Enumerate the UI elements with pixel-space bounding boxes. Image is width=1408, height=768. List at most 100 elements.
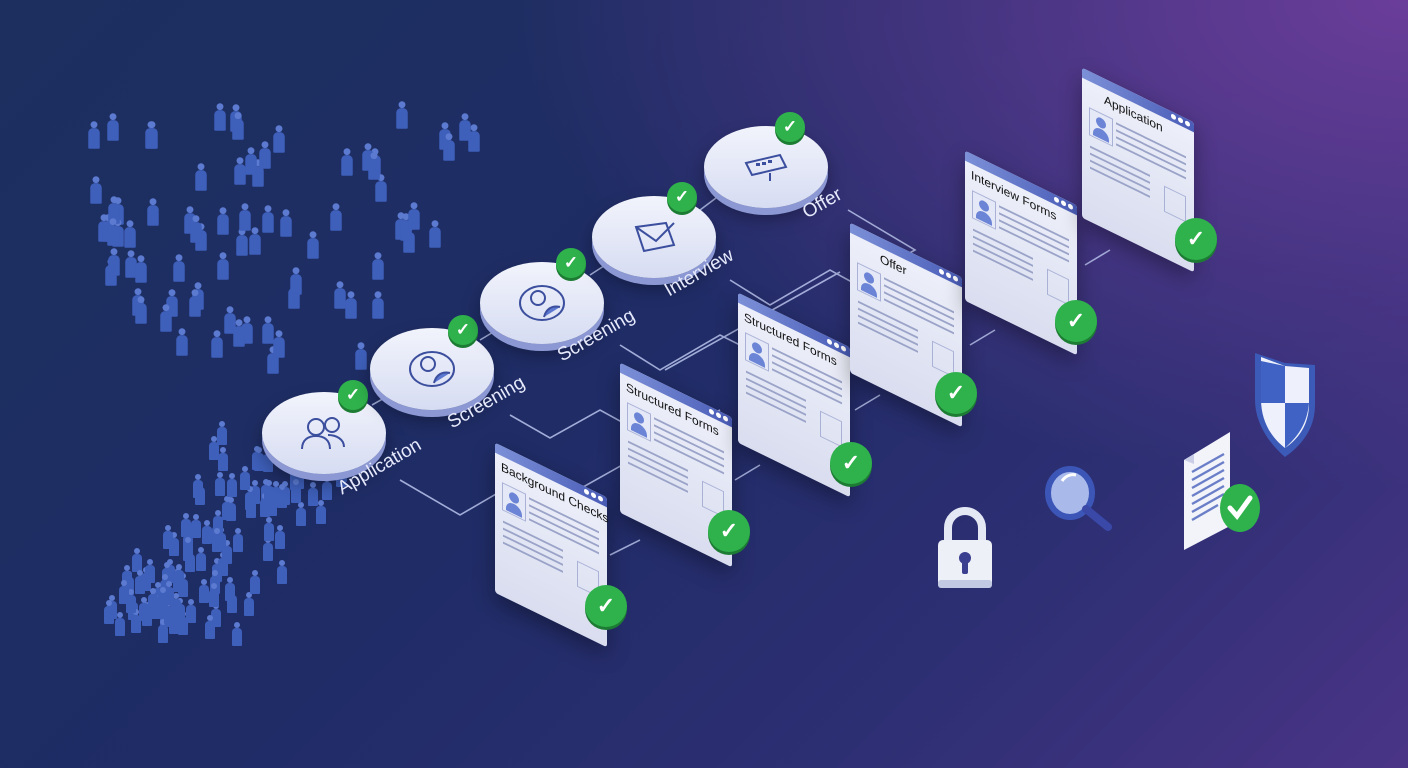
person-figure	[202, 519, 213, 544]
person-figure	[190, 215, 203, 243]
check-icon: ✓	[556, 248, 586, 278]
person-figure	[104, 599, 115, 624]
person-figure	[138, 596, 149, 621]
person-figure	[114, 612, 125, 637]
person-figure	[232, 621, 243, 646]
stage-node-screening-1[interactable]	[370, 328, 494, 410]
person-figure	[307, 482, 318, 507]
person-figure	[236, 228, 248, 256]
person-figure	[124, 220, 136, 249]
person-figure	[180, 512, 191, 537]
avatar-icon	[972, 190, 996, 230]
person-figure	[249, 480, 260, 505]
person-figure	[233, 156, 246, 185]
person-figure	[329, 203, 342, 231]
person-figure	[239, 466, 250, 491]
person-figure	[144, 559, 155, 584]
person-figure	[183, 537, 194, 562]
person-figure	[212, 528, 223, 553]
person-figure	[125, 589, 136, 614]
person-figure	[355, 342, 367, 370]
person-figure	[251, 159, 264, 188]
person-figure	[224, 577, 235, 602]
person-figure	[108, 196, 120, 225]
person-figure	[148, 587, 159, 612]
person-figure	[249, 227, 261, 255]
person-figure	[171, 592, 182, 617]
person-figure	[467, 124, 480, 153]
person-figure	[368, 151, 380, 180]
person-figure	[263, 480, 274, 505]
signboard-icon	[744, 153, 788, 181]
person-figure	[158, 619, 169, 644]
person-figure	[262, 205, 274, 234]
person-figure	[173, 563, 184, 588]
person-figure	[362, 142, 374, 171]
person-figure	[193, 474, 204, 499]
person-figure	[215, 472, 226, 497]
person-figure	[106, 218, 119, 246]
stage-node-screening-2[interactable]	[480, 262, 604, 344]
person-figure	[205, 615, 216, 640]
person-figure	[266, 346, 279, 375]
check-icon: ✓	[667, 182, 697, 212]
person-figure	[271, 481, 282, 506]
person-figure	[429, 220, 442, 248]
avatar-icon	[857, 262, 881, 302]
shield-icon	[1255, 353, 1315, 457]
person-figure	[225, 497, 236, 522]
avatar-icon	[627, 402, 651, 442]
person-figure	[107, 112, 119, 141]
person-figure	[164, 581, 175, 605]
avatar-icon	[1089, 107, 1113, 147]
check-icon: ✓	[1175, 218, 1217, 260]
person-figure	[321, 475, 332, 500]
person-figure	[345, 291, 357, 319]
person-figure	[250, 569, 261, 594]
person-figure	[443, 133, 455, 162]
stage-node-interview[interactable]	[592, 196, 716, 278]
person-figure	[108, 248, 121, 276]
person-figure	[121, 565, 132, 590]
check-icon: ✓	[448, 315, 478, 345]
person-figure	[160, 303, 172, 332]
person-figure	[90, 176, 102, 204]
user-circle-icon	[519, 285, 565, 321]
person-figure	[191, 513, 202, 538]
person-figure	[183, 206, 196, 234]
stage-node-application[interactable]	[262, 392, 386, 474]
person-figure	[173, 253, 185, 282]
person-figure	[316, 500, 327, 525]
check-icon: ✓	[585, 585, 627, 627]
avatar-icon	[745, 332, 769, 372]
person-figure	[274, 524, 285, 549]
person-figure	[273, 124, 285, 153]
person-figure	[146, 120, 158, 149]
person-figure	[233, 319, 245, 347]
person-figure	[253, 447, 264, 472]
person-figure	[243, 592, 254, 617]
padlock-icon	[938, 507, 992, 588]
person-figure	[208, 582, 219, 607]
person-figure	[166, 289, 178, 317]
person-figure	[195, 163, 207, 191]
person-figure	[158, 586, 169, 611]
person-figure	[233, 527, 244, 552]
person-figure	[125, 250, 137, 279]
person-figure	[231, 112, 244, 140]
person-figure	[135, 296, 147, 324]
person-figure	[168, 531, 179, 556]
magnifier-icon	[1045, 466, 1112, 531]
person-figure	[214, 102, 226, 131]
person-figure	[277, 483, 288, 508]
person-figure	[372, 252, 384, 281]
person-figure	[262, 315, 274, 344]
person-figure	[289, 266, 302, 295]
person-figure	[199, 579, 210, 604]
stage-node-offer[interactable]	[704, 126, 828, 208]
person-figure	[439, 121, 452, 150]
person-figure	[458, 113, 471, 141]
check-icon: ✓	[830, 442, 872, 484]
check-icon: ✓	[338, 380, 368, 410]
